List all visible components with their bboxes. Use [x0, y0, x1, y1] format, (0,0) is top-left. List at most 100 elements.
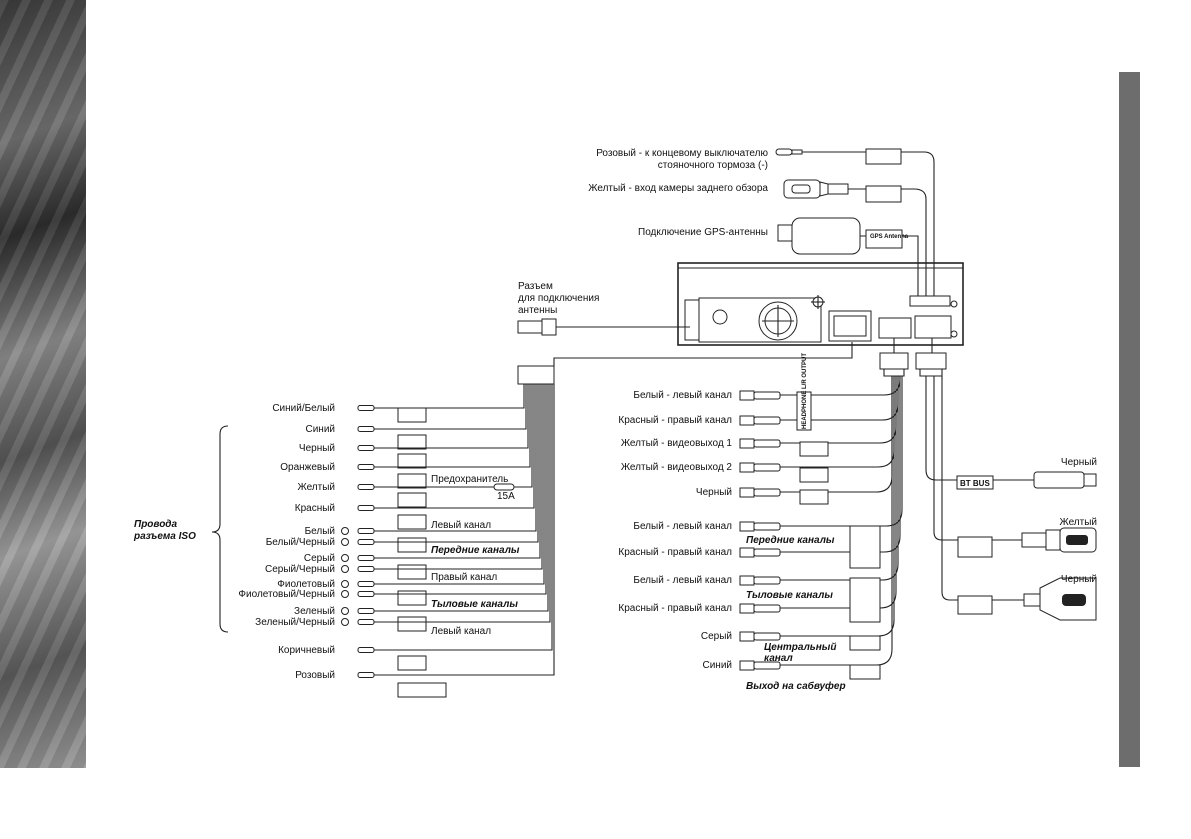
- wire-terminal: [357, 591, 375, 597]
- rca-plug: [739, 390, 755, 401]
- rca-label: Белый - левый канал: [633, 390, 732, 401]
- iso-wire-label: Серый: [304, 553, 335, 564]
- rca-label: Черный: [696, 487, 732, 498]
- wire-tag-box: [397, 590, 427, 606]
- iso-wire: [374, 384, 537, 532]
- rca-front-channels: Передние каналы: [746, 535, 835, 546]
- wire-tag-box: [397, 434, 427, 450]
- iso-wire-label: Черный: [299, 443, 335, 454]
- rca-plug-body: [753, 488, 781, 497]
- wire-terminal: [357, 608, 375, 614]
- iso-wire-label: Синий/Белый: [272, 403, 335, 414]
- camera-rca-connector: [783, 179, 927, 305]
- rca-label: Красный - правый канал: [618, 547, 732, 558]
- rca-plug-body: [753, 463, 781, 472]
- iso-front-channels: Передние каналы: [431, 545, 520, 556]
- wire-terminal: [357, 566, 375, 572]
- fuse-value: 15А: [497, 491, 515, 502]
- gps-label: Подключение GPS-антенны: [638, 227, 768, 238]
- rca-center-label-2: канал: [764, 653, 793, 664]
- iso-left-channel-2: Левый канал: [431, 626, 491, 637]
- iso-wire-label: Розовый: [295, 670, 335, 681]
- fuse-label: Предохранитель: [431, 474, 508, 485]
- iso-wire: [374, 384, 529, 449]
- iso-wire-label: Оранжевый: [280, 462, 335, 473]
- wire-terminal: [357, 528, 375, 534]
- rca-plug: [739, 487, 755, 498]
- antenna-label-1: Разъем: [518, 281, 553, 292]
- rca-label: Желтый - видеовыход 2: [621, 462, 733, 473]
- wire-terminal: [357, 445, 375, 451]
- rca-plug: [739, 547, 755, 558]
- speaker-polarity-circle: [341, 618, 349, 626]
- wire-terminal: [357, 672, 375, 678]
- wire-tag-box: [397, 537, 427, 553]
- rca-subwoofer-label: Выход на сабвуфер: [746, 680, 846, 692]
- iso-rear-channels: Тыловые каналы: [431, 599, 518, 610]
- wire-tag-box: [397, 453, 427, 469]
- right-black-label-1: Черный: [1061, 457, 1097, 468]
- rca-tag-box: [799, 441, 829, 457]
- iso-wire-label: Зеленый/Черный: [255, 617, 335, 628]
- rca-tag-box: [799, 489, 829, 505]
- rca-plug: [739, 603, 755, 614]
- iso-wire: [374, 384, 553, 651]
- wire-tag-box: [397, 514, 427, 530]
- fuse-icon: [493, 483, 515, 491]
- speaker-polarity-circle: [341, 590, 349, 598]
- iso-wire: [374, 384, 543, 570]
- iso-wire: [374, 384, 549, 612]
- antenna-connector: [517, 318, 690, 336]
- pink-brake-connector: [775, 148, 935, 305]
- iso-wire-label: Красный: [295, 503, 335, 514]
- wire-terminal: [357, 647, 375, 653]
- iso-wire: [374, 384, 535, 509]
- wire-terminal: [357, 484, 375, 490]
- wire-terminal: [357, 555, 375, 561]
- bt-bus-label: BT BUS: [960, 479, 990, 488]
- headphone-output-box: HEADPHONE L/R OUTPUT: [796, 353, 812, 431]
- iso-wire: [374, 384, 527, 430]
- rca-tag-box: [849, 525, 881, 569]
- iso-wire: [374, 384, 525, 409]
- page-edge-bar: [1119, 72, 1140, 767]
- iso-wire-label: Желтый: [297, 482, 335, 493]
- iso-wire: [374, 384, 551, 623]
- rca-label: Красный - правый канал: [618, 603, 732, 614]
- antenna-label-3: антенны: [518, 305, 557, 316]
- wire-terminal: [357, 539, 375, 545]
- rca-label: Белый - левый канал: [633, 521, 732, 532]
- rca-plug: [739, 415, 755, 426]
- iso-wire-label: Белый/Черный: [266, 537, 335, 548]
- iso-wire: [374, 384, 541, 559]
- camera-label: Желтый - вход камеры заднего обзора: [588, 182, 768, 194]
- iso-wire: [374, 384, 545, 585]
- iso-left-channel-1: Левый канал: [431, 520, 491, 531]
- rca-plug: [739, 521, 755, 532]
- iso-group-label-2: разъема ISO: [133, 531, 196, 542]
- wire-terminal: [357, 405, 375, 411]
- rca-plug: [739, 438, 755, 449]
- iso-wire-label: Белый: [305, 526, 335, 537]
- speaker-polarity-circle: [341, 607, 349, 615]
- rca-label: Синий: [702, 660, 732, 671]
- iso-wire: [374, 384, 531, 468]
- wire-tag-box: [397, 407, 427, 423]
- wire-tag-box: [397, 492, 427, 508]
- speaker-polarity-circle: [341, 580, 349, 588]
- rca-tag-box: [849, 664, 881, 680]
- wire-terminal: [357, 464, 375, 470]
- iso-group-label-1: Провода: [134, 519, 177, 530]
- right-yellow-label: Желтый: [1059, 517, 1097, 528]
- iso-wire: [374, 384, 539, 543]
- iso-bracket: [211, 425, 229, 633]
- pink-brake-label-2: стояночного тормоза (-): [658, 160, 768, 171]
- rca-tag-box: [849, 577, 881, 623]
- speaker-polarity-circle: [341, 538, 349, 546]
- wire-terminal: [357, 581, 375, 587]
- rca-plug-body: [753, 548, 781, 557]
- iso-wire-group: Синий/БелыйСинийЧерныйОранжевыйЖелтыйКра…: [238, 384, 555, 698]
- speaker-polarity-circle: [341, 527, 349, 535]
- rca-plug-body: [753, 439, 781, 448]
- rca-label: Желтый - видеовыход 1: [621, 438, 733, 449]
